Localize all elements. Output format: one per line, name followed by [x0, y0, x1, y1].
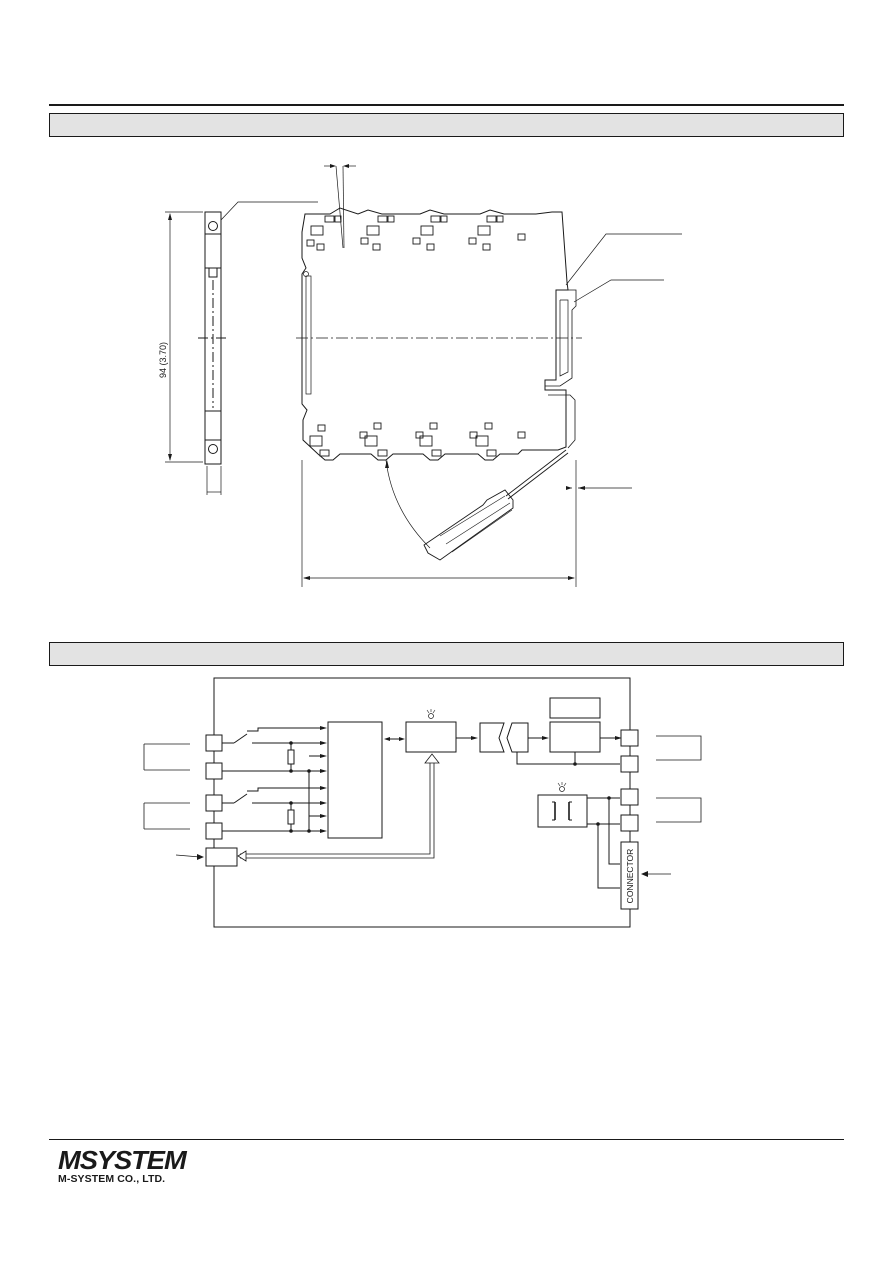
company-logo: MSYSTEM M-SYSTEM CO., LTD. — [58, 1147, 190, 1188]
height-dimension-label: 94 (3.70) — [158, 342, 168, 378]
section-bar-dimensions — [49, 113, 844, 137]
bottom-rule — [49, 1139, 844, 1140]
logo-mark: MSYSTEM — [58, 1145, 187, 1175]
company-name: M-SYSTEM CO., LTD. — [58, 1173, 166, 1185]
front-view-drawing — [296, 164, 682, 587]
top-rule — [49, 104, 844, 106]
block-diagram — [143, 677, 702, 928]
connector-label: CONNECTOR — [625, 849, 635, 904]
section-bar-block-diagram — [49, 642, 844, 666]
side-view-drawing — [165, 201, 318, 495]
